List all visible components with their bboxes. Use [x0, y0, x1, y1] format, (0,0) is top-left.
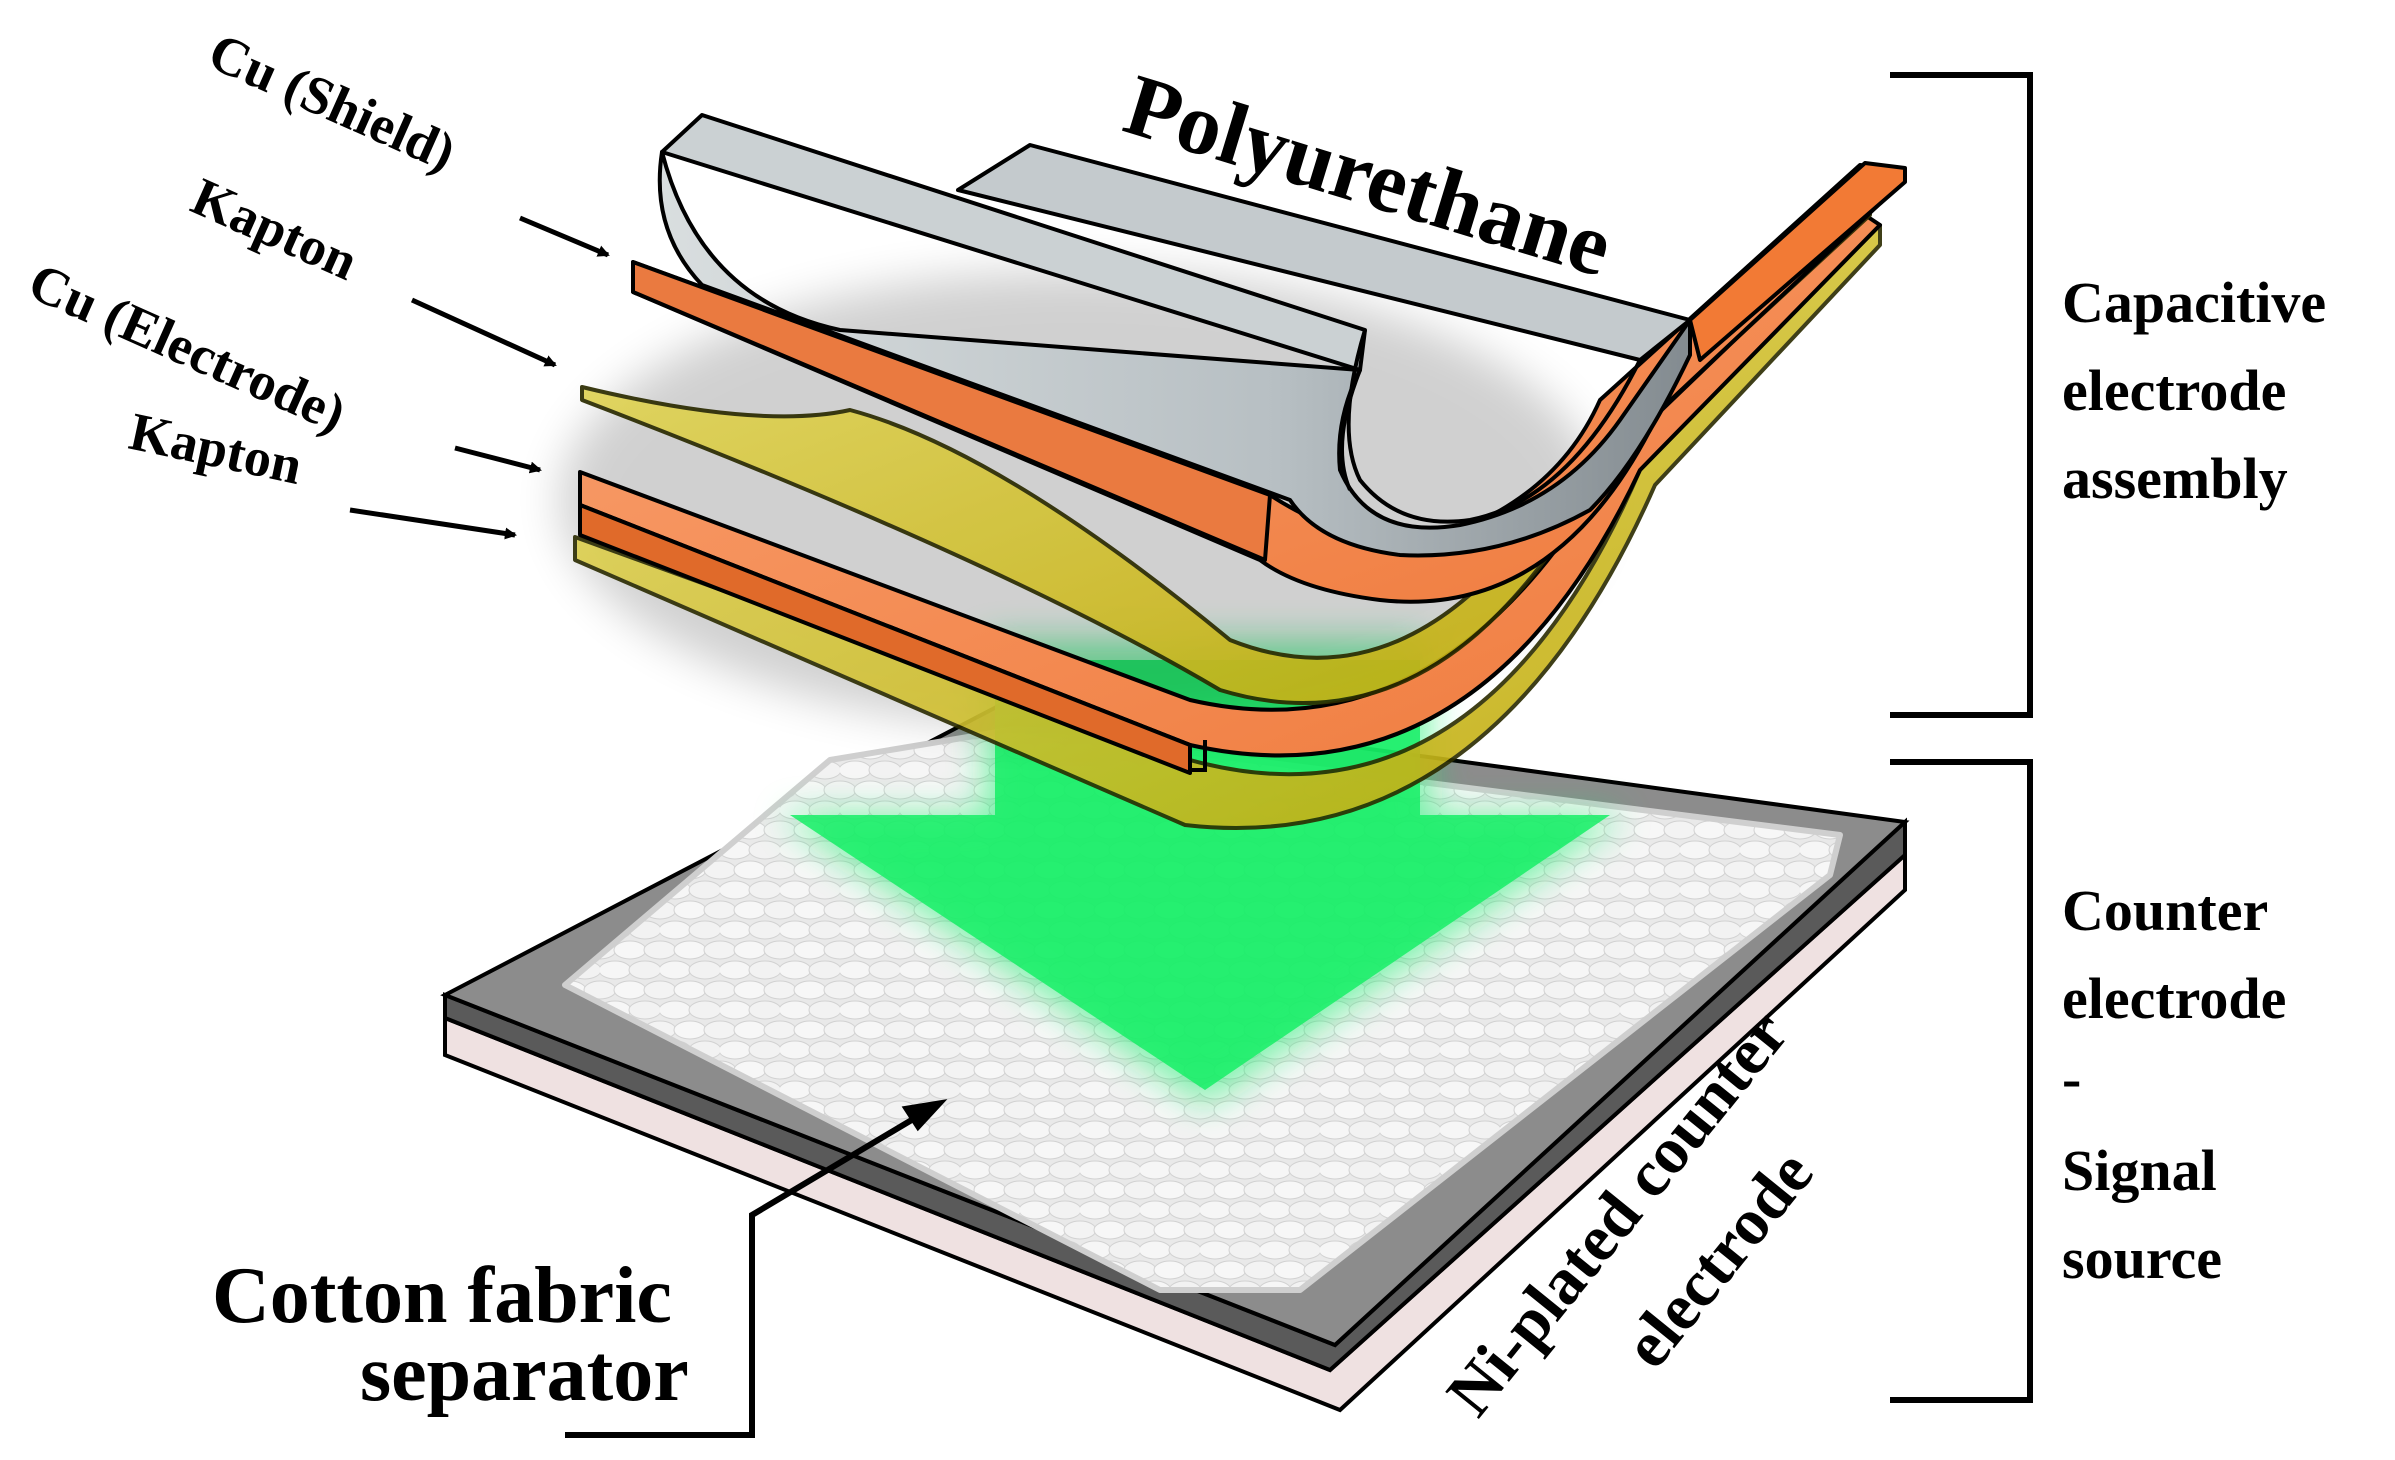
label-cotton-1: Cotton fabric	[212, 1252, 672, 1340]
counter-electrode-bracket	[1890, 759, 2033, 1403]
label-counter-3: -	[2062, 1046, 2081, 1111]
cu-shield-arrow	[519, 215, 610, 258]
cotton-fabric-leader	[565, 1112, 922, 1438]
kapton-bottom-layer	[573, 223, 1882, 830]
polyurethane-block	[657, 113, 1692, 558]
label-kapton-top: Kapton	[183, 166, 366, 292]
label-capacitive-1: Capacitive	[2062, 270, 2326, 335]
label-cotton-2: separator	[360, 1330, 689, 1418]
label-capacitive-3: assembly	[2062, 446, 2288, 511]
capacitive-electrode-assembly	[560, 113, 1907, 830]
label-cu-shield: Cu (Shield)	[200, 21, 464, 183]
label-capacitive-2: electrode	[2062, 358, 2286, 423]
label-counter-1: Counter	[2062, 878, 2268, 943]
capacitive-assembly-bracket	[1890, 72, 2033, 718]
copper-tail	[1688, 161, 1907, 362]
cotton-fabric-arrowhead	[901, 1099, 948, 1132]
label-counter-5: source	[2062, 1226, 2222, 1291]
cu-electrode-arrow	[454, 445, 542, 474]
kapton-bottom-arrow	[349, 507, 517, 540]
label-counter-2: electrode	[2062, 966, 2286, 1031]
label-counter-4: Signal	[2062, 1138, 2217, 1203]
kapton-top-arrow	[410, 297, 557, 368]
